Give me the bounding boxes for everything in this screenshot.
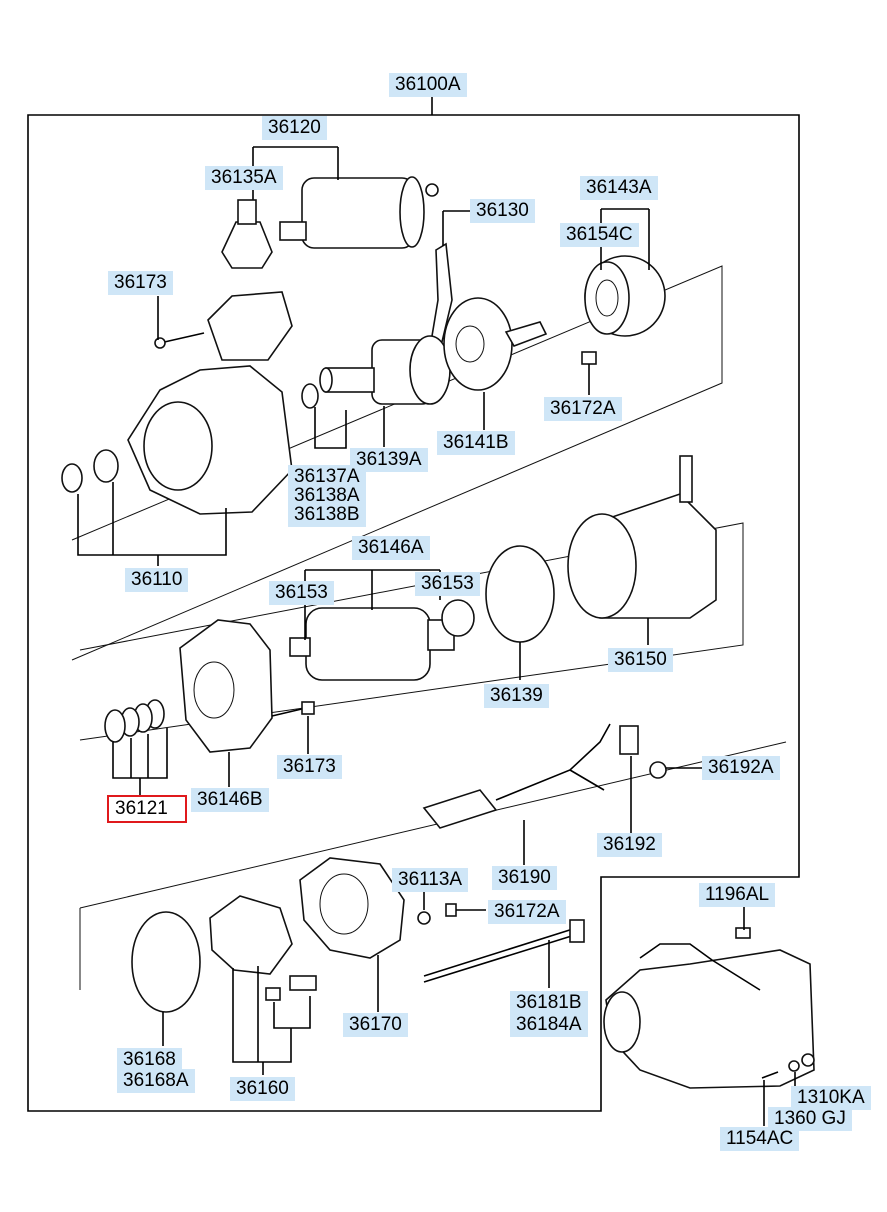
label-inset-bolt[interactable]: 1196AL bbox=[699, 883, 776, 907]
label-assembly[interactable]: 36100A bbox=[389, 73, 467, 97]
label-plunger[interactable]: 36135A bbox=[205, 166, 283, 190]
label-lever[interactable]: 36130 bbox=[470, 199, 535, 223]
label-oring-low-a[interactable]: 36168 bbox=[117, 1048, 182, 1072]
label-thru-bolt-a[interactable]: 36181B bbox=[510, 991, 588, 1015]
front-housing-drawing bbox=[61, 291, 293, 515]
washer-set-drawing bbox=[104, 699, 165, 743]
label-wire[interactable]: 36190 bbox=[492, 866, 557, 890]
cover-drawing bbox=[179, 619, 273, 753]
label-cap[interactable]: 36192A bbox=[702, 756, 780, 780]
bolt-36173-mid-drawing bbox=[271, 701, 315, 717]
wire-drawing bbox=[422, 723, 667, 829]
through-bolt-drawing bbox=[423, 919, 585, 983]
label-bearing-top[interactable]: 36143A bbox=[580, 176, 658, 200]
label-inset-nut-a[interactable]: 1310KA bbox=[791, 1086, 871, 1110]
section-band-3 bbox=[79, 741, 787, 909]
oring-mid-drawing bbox=[485, 545, 555, 643]
label-bolt-low[interactable]: 36172A bbox=[488, 900, 566, 924]
label-washer-left[interactable]: 36153 bbox=[269, 581, 334, 605]
bolt-36172A-low-drawing bbox=[445, 903, 486, 917]
label-cover[interactable]: 36146B bbox=[191, 788, 269, 812]
label-armature-set[interactable]: 36146A bbox=[352, 536, 430, 560]
label-bolt-mid[interactable]: 36173 bbox=[277, 755, 342, 779]
nut-drawing bbox=[417, 911, 431, 925]
solenoid-drawing bbox=[279, 176, 439, 249]
label-terminal[interactable]: 36192 bbox=[597, 833, 662, 857]
inset-starter-drawing bbox=[603, 927, 815, 1089]
brush-holder-drawing bbox=[209, 895, 317, 1001]
label-inset-bolt-b[interactable]: 1154AC bbox=[720, 1127, 800, 1151]
label-bearing-sub[interactable]: 36154C bbox=[560, 223, 639, 247]
label-yoke[interactable]: 36150 bbox=[608, 648, 673, 672]
label-oring-mid[interactable]: 36139 bbox=[484, 684, 549, 708]
label-thru-bolt-b[interactable]: 36184A bbox=[510, 1013, 588, 1037]
armature-drawing bbox=[289, 599, 475, 681]
end-frame-drawing bbox=[299, 857, 405, 959]
label-oring-low-b[interactable]: 36168A bbox=[117, 1069, 195, 1093]
label-brush-holder[interactable]: 36160 bbox=[230, 1077, 295, 1101]
clip-drawing bbox=[301, 383, 319, 409]
plunger-drawing bbox=[221, 199, 273, 269]
clutch-drawing bbox=[319, 335, 451, 405]
label-nut[interactable]: 36113A bbox=[392, 868, 469, 892]
bolt-36173-top-drawing bbox=[154, 332, 205, 349]
label-end-frame[interactable]: 36170 bbox=[343, 1013, 408, 1037]
oring-low-drawing bbox=[131, 911, 201, 1013]
bearing-drawing bbox=[584, 255, 666, 337]
section-band-2 bbox=[79, 522, 744, 741]
label-bolt-top[interactable]: 36173 bbox=[108, 271, 173, 295]
assembly-frame bbox=[27, 114, 800, 1112]
label-front-housing[interactable]: 36110 bbox=[125, 568, 189, 592]
label-washer-set[interactable]: 36121 bbox=[107, 795, 187, 823]
housing-plate-drawing bbox=[443, 297, 548, 391]
yoke-drawing bbox=[567, 455, 717, 619]
label-solenoid[interactable]: 36120 bbox=[262, 116, 327, 140]
label-clutch[interactable]: 36139A bbox=[350, 448, 428, 472]
label-bolt-small[interactable]: 36172A bbox=[544, 397, 622, 421]
label-stopper-b[interactable]: 36138B bbox=[288, 503, 366, 527]
label-housing-plate[interactable]: 36141B bbox=[437, 431, 515, 455]
bolt-36172A-top-drawing bbox=[581, 351, 597, 395]
label-washer-right[interactable]: 36153 bbox=[415, 572, 480, 596]
